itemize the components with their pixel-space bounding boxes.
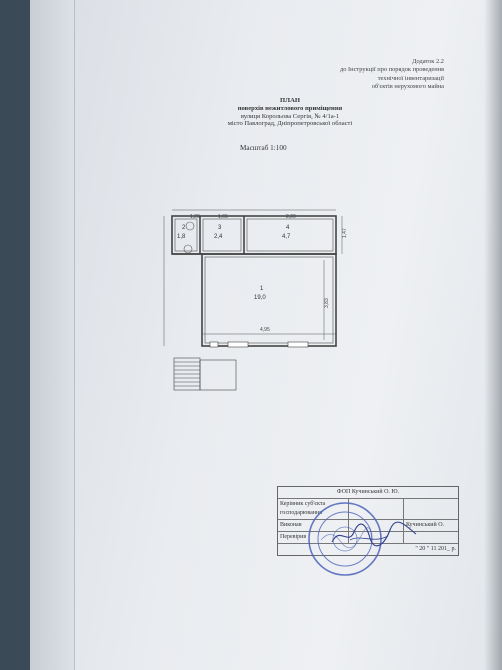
- room-3-area: 2,4: [214, 234, 223, 240]
- title-block-company: ФОП Кучинський О. Ю.: [336, 489, 400, 495]
- dim-label-3: 2,20: [286, 214, 296, 220]
- dim-label-2: 1,65: [218, 214, 228, 220]
- door-swing-symbol: [185, 221, 195, 231]
- window-1: [227, 341, 249, 348]
- entry-door: [209, 341, 219, 348]
- title-block-date: " 20 " 11 201_ р.: [415, 546, 456, 552]
- dim-label-5: 3,83: [324, 298, 330, 308]
- plan-title-block: ПЛАН поверхів нежитлового приміщення вул…: [200, 97, 380, 128]
- title-block-executed-name: Кучинський О.: [406, 522, 445, 528]
- round-seal-stamp: [308, 502, 382, 576]
- dim-label-1: 1,20: [190, 214, 200, 220]
- plan-heading: ПЛАН: [280, 97, 300, 104]
- page-right-shadow: [484, 0, 502, 670]
- plan-subheading: поверхів нежитлового приміщення: [237, 104, 343, 112]
- window-2: [287, 341, 309, 348]
- room-2-number: 2: [182, 225, 186, 231]
- plan-city: місто Павлоград, Дніпропетровської облас…: [227, 120, 353, 128]
- title-block-head-label: Керівник суб'єкта господарювання: [278, 499, 349, 519]
- addendum-line-4: об'єктів нерухомого майна: [371, 83, 444, 91]
- addendum-line-3: технічної інвентаризації: [377, 74, 444, 82]
- plan-scale: Масштаб 1:100: [240, 144, 287, 152]
- floor-plan-drawing: 2 1,8 3 2,4 4 4,7 1 19,0 1,20 1,65 2,20 …: [163, 209, 348, 391]
- room-4-number: 4: [286, 225, 290, 231]
- plan-street: вулиця Корольова Сергія, № 4/1а-1: [240, 112, 340, 120]
- addendum-line-1: Додаток 2.2: [412, 58, 444, 65]
- room-3-number: 3: [218, 225, 222, 231]
- title-block-head-sign: [349, 499, 404, 519]
- room-1-number: 1: [260, 286, 264, 292]
- handwritten-signature: [331, 521, 417, 547]
- main-room-outline: [201, 253, 337, 347]
- room-1-area: 19,0: [254, 295, 266, 301]
- upper-rooms-outline: [171, 215, 337, 255]
- addendum-note: Додаток 2.2 до Інструкції про порядок пр…: [340, 58, 444, 92]
- title-block-head-name: [404, 499, 458, 519]
- title-block-checked-sign: [349, 532, 404, 543]
- title-block-header-row: ФОП Кучинський О. Ю.: [278, 487, 458, 499]
- title-block-row-date: " 20 " 11 201_ р.: [278, 544, 458, 555]
- dim-label-4: 1,47: [342, 228, 348, 238]
- title-block-executed-label: Виконав: [278, 520, 349, 531]
- door-swing-symbol-2: [183, 244, 193, 254]
- addendum-line-2: до Інструкції про порядок проведення: [340, 66, 444, 74]
- room-4-area: 4,7: [282, 234, 291, 240]
- document-page: Додаток 2.2 до Інструкції про порядок пр…: [30, 0, 502, 670]
- title-block-executed-sign: [349, 520, 404, 531]
- page-edge-shadow: [30, 0, 75, 670]
- title-block-row-head: Керівник суб'єкта господарювання: [278, 499, 458, 520]
- dim-label-6: 4,95: [260, 327, 270, 333]
- entry-stairs: [173, 357, 237, 391]
- room-2-area: 1,8: [177, 234, 186, 240]
